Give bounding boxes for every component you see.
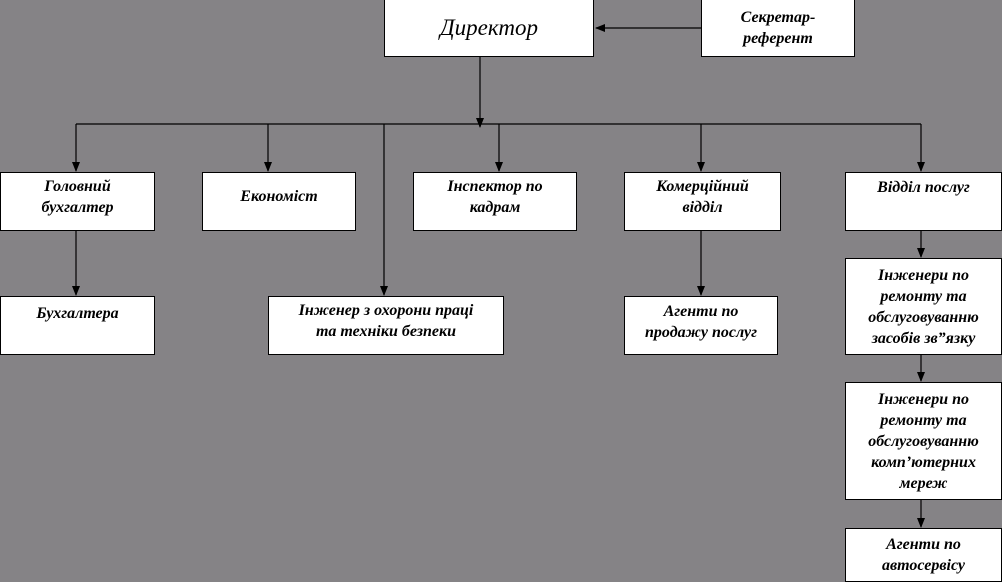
hr-inspector-label: Інспектор по кадрам <box>447 178 543 216</box>
network-engineers-label: Інженери по ремонту та обслуговуванню ко… <box>868 390 979 492</box>
economist-box: Економіст <box>202 172 356 231</box>
secretary-box: Секретар- референт <box>701 0 855 57</box>
economist-label: Економіст <box>240 188 318 205</box>
comm-engineers-box: Інженери по ремонту та обслуговуванню за… <box>845 258 1002 355</box>
safety-engineer-box: Інженер з охорони праці та техніки безпе… <box>268 296 504 355</box>
director-label: Директор <box>440 14 538 40</box>
comm-engineers-label: Інженери по ремонту та обслуговуванню за… <box>868 266 979 347</box>
commercial-dept-label: Комерційний відділ <box>656 178 749 216</box>
network-engineers-box: Інженери по ремонту та обслуговуванню ко… <box>845 382 1002 500</box>
secretary-label: Секретар- референт <box>740 8 816 47</box>
sales-agents-box: Агенти по продажу послуг <box>624 296 778 355</box>
autoservice-agents-label: Агенти по автосервісу <box>881 536 966 574</box>
chief-accountant-label: Головний бухгалтер <box>41 178 114 216</box>
commercial-dept-box: Комерційний відділ <box>624 172 781 231</box>
chief-accountant-box: Головний бухгалтер <box>0 172 155 231</box>
director-box: Директор <box>384 0 594 57</box>
accountants-label: Бухгалтера <box>36 305 119 322</box>
services-dept-box: Відділ послуг <box>845 172 1002 231</box>
hr-inspector-box: Інспектор по кадрам <box>413 172 577 231</box>
services-dept-label: Відділ послуг <box>877 179 970 196</box>
accountants-box: Бухгалтера <box>0 296 155 355</box>
safety-engineer-label: Інженер з охорони праці та техніки безпе… <box>298 302 474 340</box>
sales-agents-label: Агенти по продажу послуг <box>645 303 757 341</box>
autoservice-agents-box: Агенти по автосервісу <box>845 528 1002 582</box>
